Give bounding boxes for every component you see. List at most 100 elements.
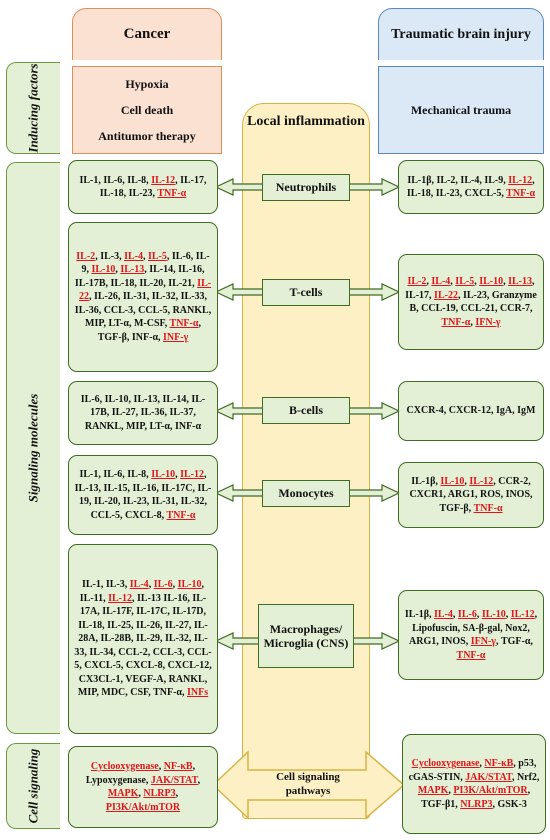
- highlighted-molecule: TNF-α: [169, 318, 199, 330]
- molecule-text: IL-1, IL-6, IL-8,: [79, 469, 152, 480]
- highlighted-molecule: IL-10: [151, 469, 176, 480]
- molecule-text: , IL-26, IL-31, IL-32, IL-33, IL-36, CCL…: [74, 291, 212, 330]
- highlighted-molecule: IL-5: [455, 276, 475, 287]
- highlighted-molecule: IL-13: [508, 276, 533, 287]
- tbi-neutrophils-box: IL-1β, IL-2, IL-4, IL-9, IL-12, IL-18, I…: [398, 160, 544, 214]
- cell-b-cells: B-cells: [262, 397, 350, 424]
- cancer-macrophages-box: IL-1, IL-3, IL-4, IL-6, IL-10, IL-11, IL…: [68, 544, 218, 734]
- highlighted-molecule: IL-4: [434, 609, 453, 620]
- molecule-text: ,: [479, 758, 485, 769]
- highlighted-molecule: IL-12: [108, 592, 133, 604]
- inducing-factors-label: Inducing factors: [6, 62, 60, 154]
- molecule-text: , p53, cGAS-STIN,: [408, 758, 537, 783]
- cancer-monocytes-box: IL-1, IL-6, IL-8, IL-10, IL-12, IL-13, I…: [68, 455, 218, 535]
- molecule-text: ,: [115, 264, 121, 276]
- tbi-pathways-box: Cyclooxygenase, NF-κB, p53, cGAS-STIN, J…: [402, 734, 546, 834]
- highlighted-molecule: MAPK: [417, 785, 449, 796]
- molecule-text: , IL-13 IL-16, IL-17A, IL-17F, IL-17C, I…: [74, 592, 212, 699]
- highlighted-molecule: MAPK: [107, 788, 139, 799]
- molecule-text: , TGF-α,: [495, 636, 533, 647]
- inducing-cell-death: Cell death: [120, 102, 174, 117]
- molecule-text: ,: [197, 774, 201, 786]
- molecule-text: ,: [426, 276, 432, 287]
- molecule-text: ,: [172, 579, 178, 591]
- tbi-b-cells-box: CXCR-4, CXCR-12, IgA, IgM: [398, 381, 544, 441]
- tbi-header-text: Traumatic brain injury: [391, 26, 531, 42]
- highlighted-molecule: NLRP3: [143, 788, 176, 799]
- signaling-molecules-label: Signaling molecules: [6, 162, 60, 734]
- molecule-text: , IL-23, Granzyme B, CCL-19, CCL-21, CCR…: [409, 289, 537, 315]
- cancer-macrophages-text: IL-1, IL-3, IL-4, IL-6, IL-10, IL-11, IL…: [74, 578, 212, 700]
- highlighted-molecule: TNF-α: [157, 188, 187, 199]
- local-inflammation-title: Local inflammation: [242, 113, 370, 131]
- highlighted-molecule: TNF-α: [166, 509, 196, 521]
- tbi-header: Traumatic brain injury: [378, 8, 544, 60]
- molecule-text: IL-6, IL-10, IL-13, IL-14, IL-17B, IL-27…: [80, 393, 206, 432]
- tbi-neutrophils-text: IL-1β, IL-2, IL-4, IL-9, IL-12, IL-18, I…: [404, 174, 538, 201]
- highlighted-molecule: IL-10: [177, 579, 202, 591]
- inducing-hypoxia: Hypoxia: [125, 76, 169, 91]
- molecule-text: , GSK-3: [492, 798, 527, 810]
- highlighted-molecule: JAK/STAT: [465, 771, 512, 783]
- pathways-label: Cell signaling pathways: [260, 771, 356, 799]
- cancer-header: Cancer: [72, 8, 222, 60]
- cell-neutrophils-label: Neutrophils: [275, 180, 337, 195]
- tbi-monocytes-box: IL-1β, IL-10, IL-12, CCR-2, CXCR1, ARG1,…: [398, 462, 544, 528]
- highlighted-molecule: PI3K/Akt/mTOR: [453, 785, 528, 796]
- cancer-pathways-box: Cyclooxygenase, NF-κB, Lypoxygenase, JAK…: [68, 746, 218, 828]
- tbi-t-cells-box: IL-2, IL-4, IL-5, IL-10, IL-13, IL-17, I…: [398, 254, 544, 350]
- highlighted-molecule: TNF-α: [456, 649, 486, 661]
- molecule-text: IL-1β,: [404, 609, 435, 620]
- tbi-macrophages-text: IL-1β, IL-4, IL-6, IL-10, IL-12, Lipofus…: [404, 608, 538, 662]
- molecule-text: ,: [464, 475, 470, 487]
- molecule-text: , IL-17,: [405, 276, 535, 301]
- highlighted-molecule: IL-2: [76, 250, 96, 262]
- inducing-mechanical-trauma: Mechanical trauma: [410, 102, 512, 117]
- molecule-text: , CCR-2, CXCR1, ARG1, ROS, INOS, TGF-β,: [409, 475, 533, 514]
- cancer-neutrophils-text: IL-1, IL-6, IL-8, IL-12, IL-17, IL-18, I…: [74, 174, 212, 201]
- highlighted-molecule: TNF-α: [473, 502, 503, 514]
- cell-macrophages-label: Macrophages/ Microglia (CNS): [263, 621, 349, 650]
- inducing-antitumor-therapy: Antitumor therapy: [98, 128, 196, 143]
- molecule-text: , IL-3,: [95, 250, 125, 262]
- molecule-text: , Lipofuscin, SA-β-gal, Nox2, ARG1, INOS…: [409, 609, 538, 647]
- highlighted-molecule: IL-6: [457, 609, 477, 620]
- molecule-text: ,: [503, 276, 509, 287]
- molecule-text: IL-1, IL-3,: [81, 579, 130, 591]
- highlighted-molecule: IL-12: [469, 475, 494, 487]
- highlighted-molecule: Cyclooxygenase: [411, 758, 480, 769]
- cancer-neutrophils-box: IL-1, IL-6, IL-8, IL-12, IL-17, IL-18, I…: [68, 160, 218, 214]
- molecule-text: ,: [505, 609, 511, 620]
- highlighted-molecule: TNF-α: [506, 188, 536, 199]
- highlighted-molecule: NLRP3: [460, 798, 493, 810]
- molecule-text: , IL-11,: [79, 579, 204, 604]
- molecule-text: ,: [474, 276, 480, 287]
- highlighted-molecule: IL-12: [510, 609, 535, 620]
- highlighted-molecule: IL-4: [129, 579, 149, 591]
- cancer-t-cells-text: IL-2, IL-3, IL-4, IL-5, IL-6, IL-9, IL-1…: [74, 250, 212, 345]
- highlighted-molecule: TNF-α: [441, 316, 471, 328]
- molecule-text: ,: [470, 316, 476, 328]
- highlighted-molecule: IFN-γ: [475, 316, 501, 328]
- molecule-text: , IL-6, IL-9,: [81, 250, 210, 276]
- tbi-inducing-box: Mechanical trauma: [378, 66, 544, 154]
- molecule-text: ,: [175, 788, 179, 799]
- molecule-text: ,: [452, 609, 458, 620]
- molecule-text: ,: [448, 785, 454, 796]
- highlighted-molecule: INFs: [186, 687, 209, 699]
- highlighted-molecule: PI3K/Akt/mTOR: [105, 801, 181, 813]
- highlighted-molecule: IL-10: [481, 609, 506, 620]
- cancer-inducing-box: Hypoxia Cell death Antitumor therapy: [72, 66, 222, 154]
- highlighted-molecule: INF-γ: [163, 331, 189, 343]
- highlighted-molecule: IL-10: [91, 264, 116, 276]
- cell-macrophages-microglia: Macrophages/ Microglia (CNS): [258, 604, 354, 668]
- cell-t-cells-label: T-cells: [289, 285, 323, 300]
- pathways-label-text: Cell signaling pathways: [276, 771, 340, 797]
- highlighted-molecule: IL-10: [440, 475, 465, 487]
- tbi-b-cells-text: CXCR-4, CXCR-12, IgA, IgM: [404, 404, 538, 418]
- molecule-text: ,: [158, 761, 164, 772]
- molecule-text: IL-1β, IL-2, IL-4, IL-9,: [407, 174, 509, 186]
- highlighted-molecule: IL-22: [434, 289, 458, 301]
- molecule-text: ,: [476, 609, 482, 620]
- cancer-header-text: Cancer: [123, 26, 171, 42]
